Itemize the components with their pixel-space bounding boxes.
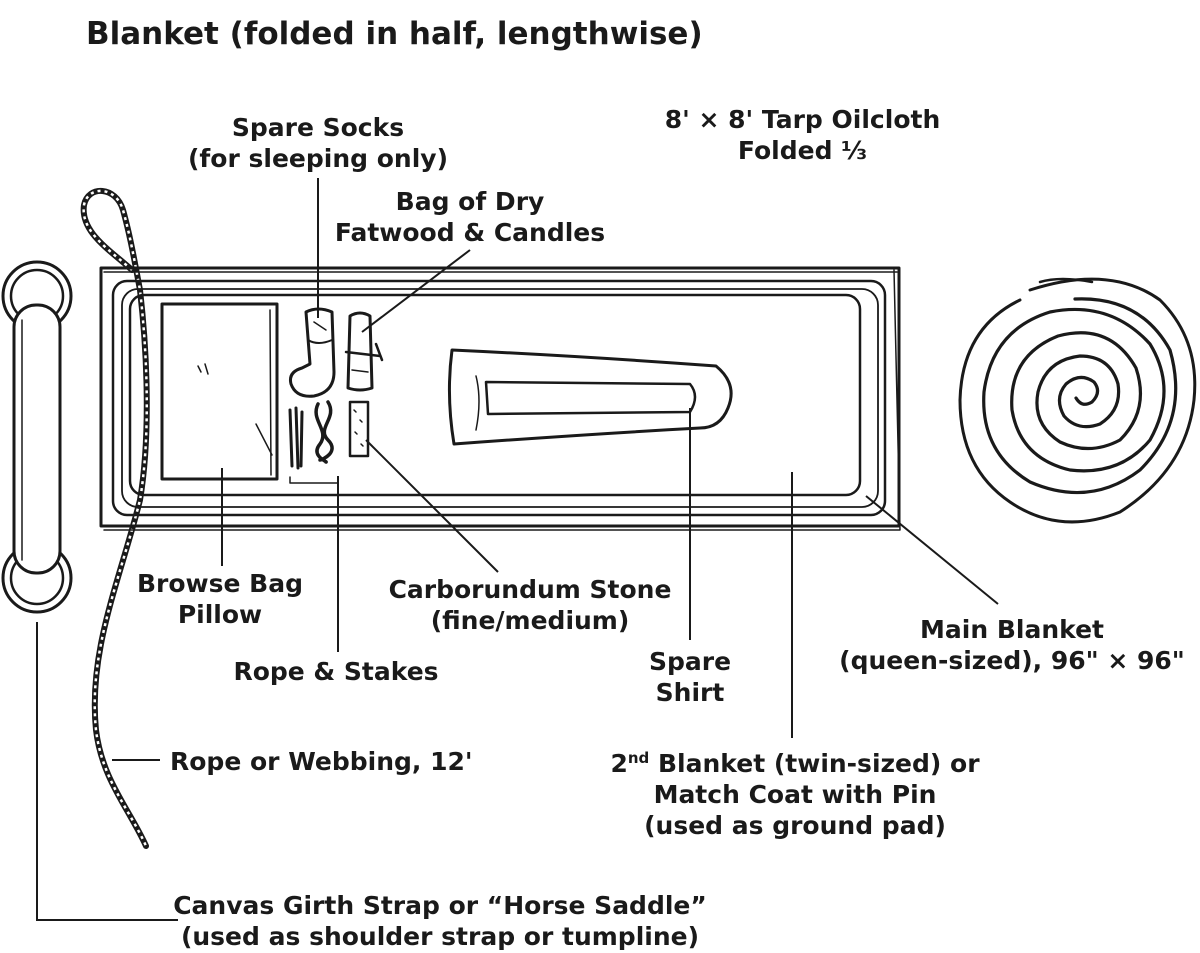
label-tarp-oilcloth: 8' × 8' Tarp Oilcloth Folded ⅓ (664, 105, 941, 165)
leader-lines (36, 178, 999, 921)
label-fatwood-bag: Bag of Dry Fatwood & Candles (334, 187, 606, 247)
label-rope-stakes: Rope & Stakes (233, 657, 439, 686)
girth-strap-drawing (1, 260, 73, 614)
label-second-blanket: 2nd Blanket (twin-sized) or Match Coat w… (610, 749, 980, 840)
label-girth-strap: Canvas Girth Strap or “Horse Saddle” (us… (173, 891, 707, 951)
label-rope-webbing: Rope or Webbing, 12' (170, 747, 473, 776)
spare-socks-drawing (289, 307, 336, 398)
rope-stakes-drawing (288, 400, 339, 484)
spare-shirt-drawing (447, 348, 733, 446)
label-main-blanket: Main Blanket (queen-sized), 96" × 96" (839, 615, 1185, 675)
tarp-drawing (99, 266, 901, 531)
label-browse-bag-pillow: Browse Bag Pillow (136, 569, 303, 629)
fatwood-bag-drawing (344, 311, 384, 392)
label-spare-shirt: Spare Shirt (648, 647, 732, 707)
browse-bag-pillow-drawing (160, 302, 279, 481)
label-carborundum-stone: Carborundum Stone (fine/medium) (388, 575, 672, 635)
rolled-blanket-drawing (958, 277, 1197, 524)
label-spare-socks: Spare Socks (for sleeping only) (188, 113, 448, 173)
rope-webbing-drawing (80, 187, 150, 849)
diagram-title: Blanket (folded in half, lengthwise) (86, 16, 703, 52)
carborundum-stone-drawing (348, 400, 370, 458)
main-blanket-drawing (111, 279, 887, 517)
